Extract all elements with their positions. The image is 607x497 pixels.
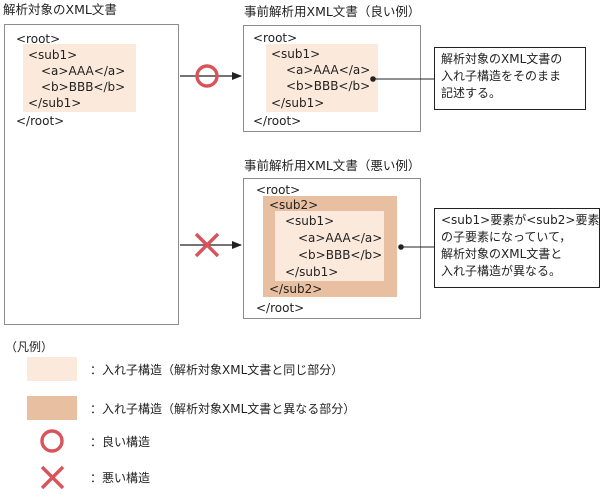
good-sub1-open: <sub1> [271,47,321,61]
bad-sub1-close: </sub1> [285,265,339,279]
bad-root-close: </root> [256,301,305,315]
good-nest-same-area [266,44,378,112]
source-sub1-close: </sub1> [28,96,82,110]
source-panel-title: 解析対象のXML文書 [3,2,117,17]
bad-note-line-3: 解析対象のXML文書と [441,247,563,261]
bad-note-line-2: の子要素になっていて， [441,230,572,244]
good-a-element: <a>AAA</a> [286,63,371,77]
source-root-close: </root> [16,114,65,128]
legend-light-label: ：入れ子構造（解析対象XML文書と同じ部分） [90,363,344,377]
good-explanation-note: 解析対象のXML文書の 入れ子構造をそのまま 記述する。 [434,47,586,110]
legend-light-swatch [27,357,77,381]
source-b-element: <b>BBB</b> [41,80,126,94]
bad-nest-same-area [275,211,384,281]
bad-explanation-note: <sub1>要素が<sub2>要素 の子要素になっていて， 解析対象のXML文書… [434,208,600,288]
good-panel-title: 事前解析用XML文書（良い例） [244,4,421,19]
source-root-open: <root> [16,32,61,46]
source-sub1-open: <sub1> [28,48,78,62]
legend-dark-label: ：入れ子構造（解析対象XML文書と異なる部分） [90,402,356,416]
bad-sub1-open: <sub1> [285,214,335,228]
bad-b-element: <b>BBB</b> [298,248,383,262]
bad-a-element: <a>AAA</a> [298,231,383,245]
bad-sub2-close: </sub2> [269,282,323,296]
legend-title: （凡例） [5,340,54,354]
good-note-line-3: 記述する。 [441,86,502,100]
bad-root-open: <root> [256,183,301,197]
source-nest-same-area [23,44,136,112]
legend-cross-icon [40,465,65,490]
bad-cross-icon [194,232,220,258]
good-circle-icon [195,64,219,88]
source-a-element: <a>AAA</a> [41,64,126,78]
legend-circle-icon [40,429,64,453]
bad-note-line-4: 入れ子構造が異なる。 [441,264,562,278]
good-root-open: <root> [253,31,298,45]
bad-note-line-1: <sub1>要素が<sub2>要素 [441,213,600,227]
good-sub1-close: </sub1> [271,96,325,110]
bad-panel-title: 事前解析用XML文書（悪い例） [244,158,421,173]
good-root-close: </root> [253,114,302,128]
bad-sub2-open: <sub2> [269,198,319,212]
good-note-line-2: 入れ子構造をそのまま [441,69,562,83]
good-b-element: <b>BBB</b> [286,79,371,93]
legend-good-label: ：良い構造 [90,435,151,449]
good-note-line-1: 解析対象のXML文書の [441,52,563,66]
legend-bad-label: ：悪い構造 [90,471,151,485]
legend-dark-swatch [27,396,77,420]
